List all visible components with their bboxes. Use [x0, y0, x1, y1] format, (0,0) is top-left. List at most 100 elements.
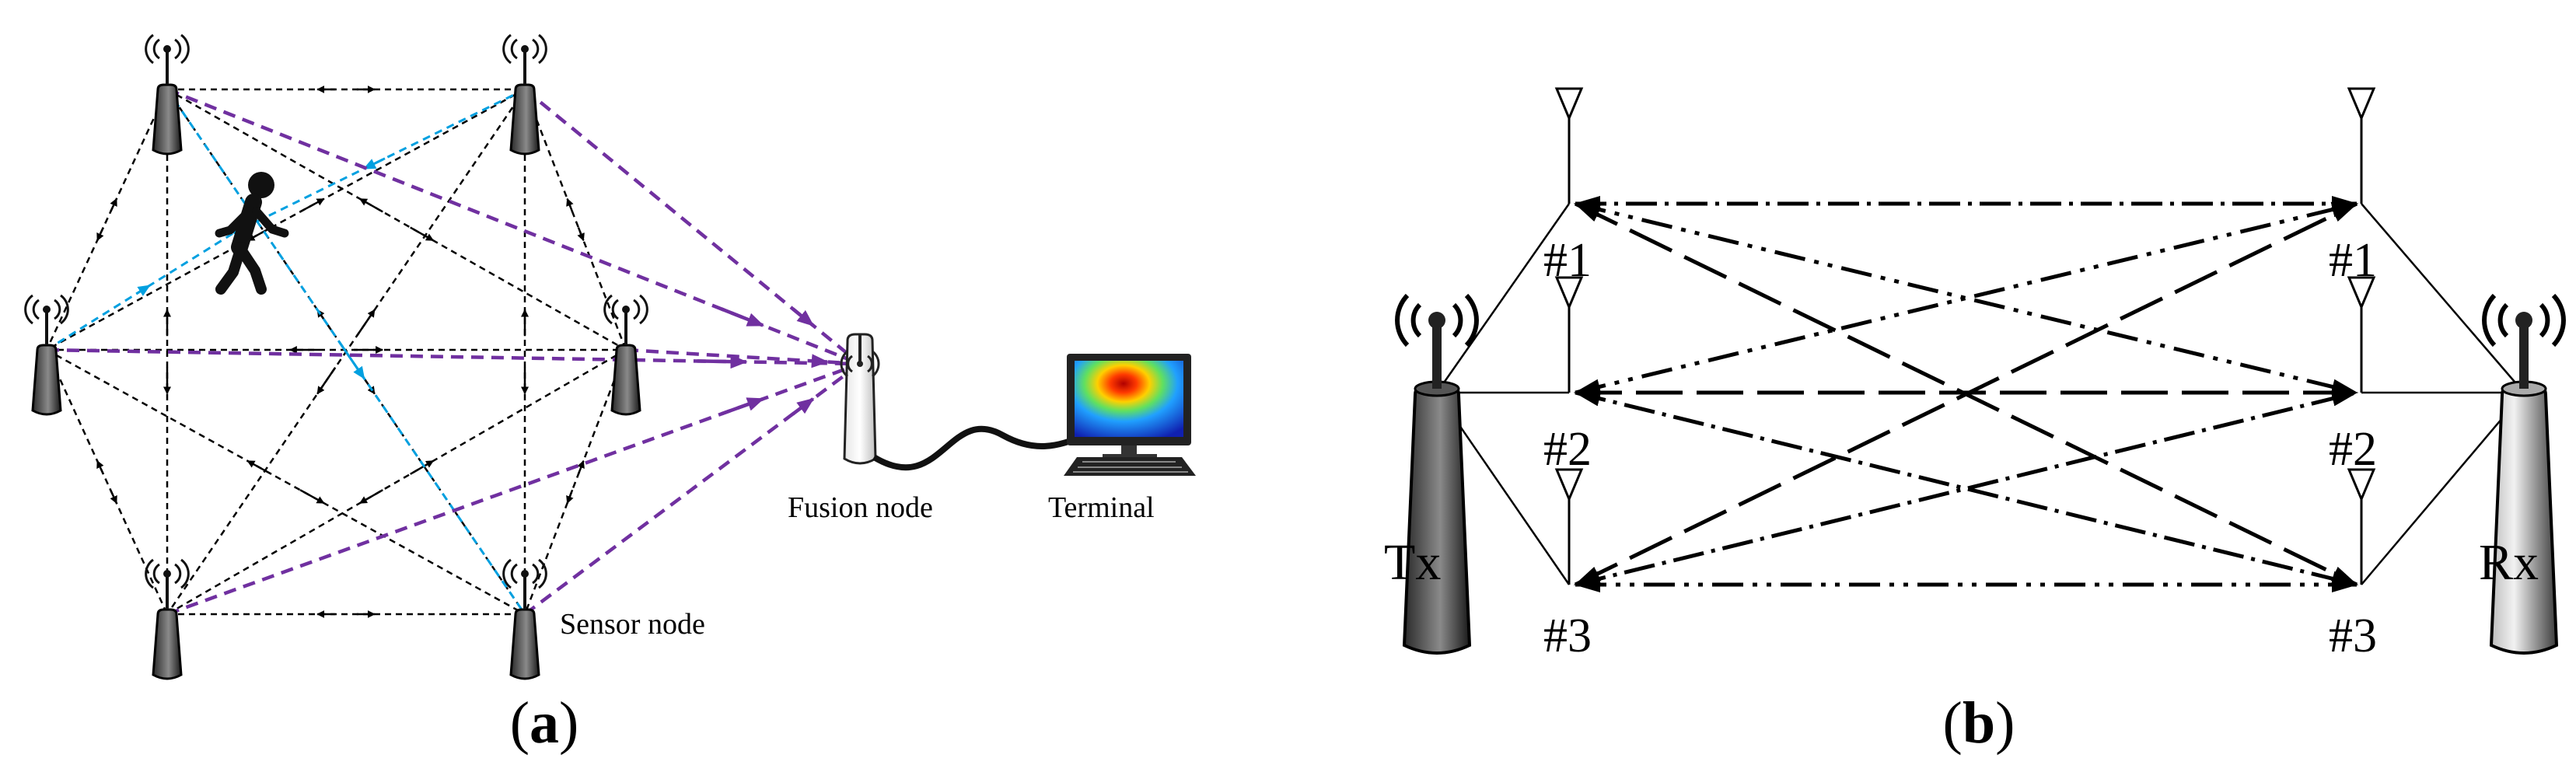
- tx-tower-icon: [1395, 293, 1479, 655]
- signal-wave: [152, 563, 160, 585]
- rx-antenna-2-label: #2: [2329, 423, 2377, 476]
- antennas: [1554, 87, 2376, 585]
- mesh-link: [46, 348, 526, 616]
- sensing-arrow: [135, 285, 151, 296]
- mesh-arrow: [299, 197, 325, 213]
- signal-wave: [60, 294, 69, 325]
- signal-wave: [639, 294, 648, 325]
- mesh-link: [45, 349, 169, 615]
- antenna-icon: [1554, 468, 1584, 585]
- mesh-link: [523, 349, 627, 615]
- mesh-arrow: [410, 226, 435, 242]
- mimo-arrow: [1574, 379, 1602, 395]
- signal-wave: [502, 33, 512, 65]
- report-arrow: [720, 307, 765, 327]
- antenna-head: [2347, 276, 2376, 310]
- signal-wave: [502, 558, 512, 589]
- caption-a: (a): [510, 690, 579, 756]
- signal-wave: [611, 299, 619, 320]
- signal-wave: [174, 38, 182, 60]
- caption-b-letter: b: [1963, 690, 1995, 756]
- mimo-links: [1574, 196, 2358, 592]
- sensor-node-body: [152, 608, 183, 680]
- mimo-arrow: [1574, 201, 1602, 218]
- sensing-arrow: [337, 341, 365, 379]
- report-link: [166, 87, 861, 366]
- report-links: [46, 87, 862, 617]
- mesh-arrow: [566, 197, 574, 212]
- report-arrow: [721, 396, 765, 416]
- cable: [872, 425, 1086, 471]
- caption-a-letter: a: [530, 690, 559, 756]
- signal-wave: [32, 299, 40, 320]
- antenna-icon: [1554, 276, 1584, 393]
- report-link: [523, 88, 862, 365]
- antenna-icon: [2347, 468, 2376, 585]
- signal-wave: [510, 38, 518, 60]
- antenna-head: [1554, 87, 1584, 121]
- sensor-node-body: [31, 344, 62, 416]
- mesh-arrow: [410, 459, 435, 475]
- signal-wave: [538, 33, 547, 65]
- sensor-node-tip: [521, 570, 529, 578]
- fusion-node-label: Fusion node: [788, 491, 933, 524]
- signal-wave: [510, 563, 518, 585]
- signal-wave: [180, 558, 190, 589]
- mesh-link: [166, 88, 627, 351]
- mesh-arrow: [96, 459, 104, 475]
- mesh-link: [46, 88, 526, 351]
- sensor-node-icon: [502, 558, 547, 680]
- mesh-arrow: [299, 489, 325, 505]
- rx-label: Rx: [2479, 534, 2539, 591]
- panel-b: Tx Rx #1 #2 #3 #1 #2 #3 (b): [1384, 87, 2566, 756]
- mesh-arrow: [110, 197, 118, 212]
- fusion-node-icon: [840, 333, 880, 465]
- sensor-node-tip: [622, 306, 630, 313]
- mimo-link: [1574, 201, 2358, 587]
- mimo-link: [1575, 390, 2358, 587]
- signal-wave: [145, 558, 154, 589]
- mesh-arrow: [358, 489, 383, 505]
- report-arrow: [792, 397, 815, 416]
- rx-tower-icon: [2482, 293, 2566, 655]
- rx-antenna-1-label: #1: [2329, 234, 2377, 287]
- sensor-node-body: [152, 83, 183, 155]
- sensor-node-label: Sensor node: [560, 608, 705, 641]
- signal-wave: [633, 299, 641, 320]
- panel-a: Fusion node Terminal Sensor node (a): [24, 33, 1196, 756]
- sensing-links: [46, 88, 526, 615]
- terminal-label: Terminal: [1048, 491, 1155, 524]
- antenna-head: [1554, 276, 1584, 310]
- report-arrow: [811, 354, 829, 369]
- mesh-arrow: [96, 227, 104, 242]
- mesh-arrow: [577, 227, 585, 242]
- mesh-arrow: [577, 459, 585, 475]
- sensor-node-tip: [43, 306, 51, 313]
- sensor-node-icon: [502, 33, 547, 155]
- signal-wave: [54, 299, 61, 320]
- antenna-icon: [2347, 87, 2376, 204]
- mesh-arrow: [110, 489, 118, 505]
- tx-antenna-3-label: #3: [1543, 610, 1592, 662]
- sensor-node-icon: [24, 294, 69, 416]
- sensor-node-tip: [163, 570, 171, 578]
- signal-wave: [180, 33, 190, 65]
- signal-wave: [174, 563, 182, 585]
- mimo-link: [1575, 201, 2358, 395]
- terminal-icon: [1064, 354, 1196, 476]
- sensor-node-icon: [603, 294, 648, 416]
- sensing-arrow: [362, 157, 386, 170]
- tx-label: Tx: [1384, 534, 1441, 591]
- signal-wave: [145, 33, 154, 65]
- sensor-node-tip: [163, 45, 171, 53]
- tx-antenna-2-label: #2: [1543, 423, 1592, 476]
- mesh-link: [523, 89, 627, 351]
- signal-wave: [152, 38, 160, 60]
- signal-wave: [24, 294, 33, 325]
- mesh-link: [166, 348, 627, 616]
- sensor-node-tip: [521, 45, 529, 53]
- antenna-icon: [2347, 276, 2376, 393]
- antenna-head: [1554, 468, 1584, 502]
- mesh-link: [45, 89, 169, 351]
- mimo-link: [1575, 201, 2358, 395]
